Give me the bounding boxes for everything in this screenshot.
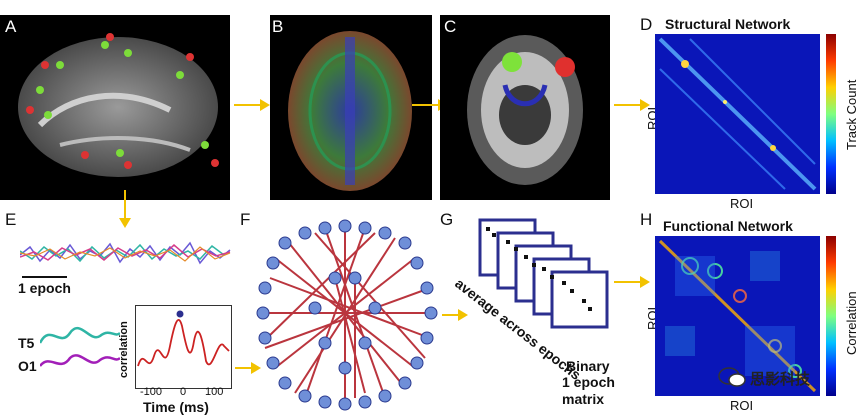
panel-label-g: G: [440, 210, 454, 229]
structural-colorbar: [826, 34, 836, 194]
channel-traces: [40, 326, 120, 367]
functional-matrix: [655, 236, 820, 396]
arrow-a-e: [119, 190, 131, 228]
track-count-label: Track Count: [844, 79, 859, 150]
coronal-image: [467, 35, 583, 185]
watermark-text: 思影科技: [750, 371, 811, 388]
corr-y-label: correlation: [118, 321, 130, 378]
panel-label-c: C: [444, 17, 457, 36]
sagittal-brain-image: [18, 33, 219, 177]
arrow-a-b: [234, 99, 270, 111]
arrow-e-f: [235, 362, 261, 374]
structural-network-title: Structural Network: [665, 16, 791, 32]
arrow-f-g: [442, 309, 468, 321]
tick-neg100: -100: [140, 386, 163, 398]
panel-h-x-label: ROI: [730, 398, 754, 413]
panel-label-h: H: [640, 210, 653, 229]
epoch-scale-bar: [22, 276, 67, 278]
roi-green: [502, 52, 522, 72]
wechat-icon: [718, 367, 746, 387]
tick-100: 100: [205, 386, 224, 398]
eeg-traces: [20, 241, 231, 265]
correlation-colorbar-label: Correlation: [844, 291, 859, 355]
panel-label-f: F: [240, 210, 251, 229]
panel-d-x-label: ROI: [730, 196, 754, 211]
electrode-dots: [26, 33, 219, 169]
one-epoch-matrix-label: 1 epoch matrix: [562, 374, 615, 407]
functional-network-title: Functional Network: [663, 218, 793, 234]
panel-b-tractography: B: [270, 15, 432, 200]
arrow-c-d: [614, 99, 650, 111]
panel-a-brain-sagittal: A: [0, 15, 230, 200]
epoch-label: 1 epoch: [18, 280, 71, 296]
arrow-g-h: [614, 276, 650, 288]
channel-o1-label: O1: [18, 358, 37, 374]
functional-network-graph: [256, 219, 438, 411]
panel-label-a: A: [5, 17, 17, 36]
correlation-colorbar: [826, 236, 836, 396]
binary-label: Binary: [566, 358, 610, 374]
time-axis-label: Time (ms): [143, 399, 209, 415]
panel-c-coronal: C: [440, 15, 610, 200]
structural-matrix: [655, 34, 820, 194]
tick-0: 0: [180, 386, 187, 398]
correlation-plot: [135, 305, 232, 389]
panel-label-e: E: [5, 210, 17, 229]
panel-label-b: B: [272, 17, 284, 36]
tractography-image: [288, 31, 412, 191]
binary-matrix-stack: [478, 218, 609, 329]
roi-red: [555, 57, 575, 77]
panel-label-d: D: [640, 15, 653, 34]
channel-t5-label: T5: [18, 335, 35, 351]
